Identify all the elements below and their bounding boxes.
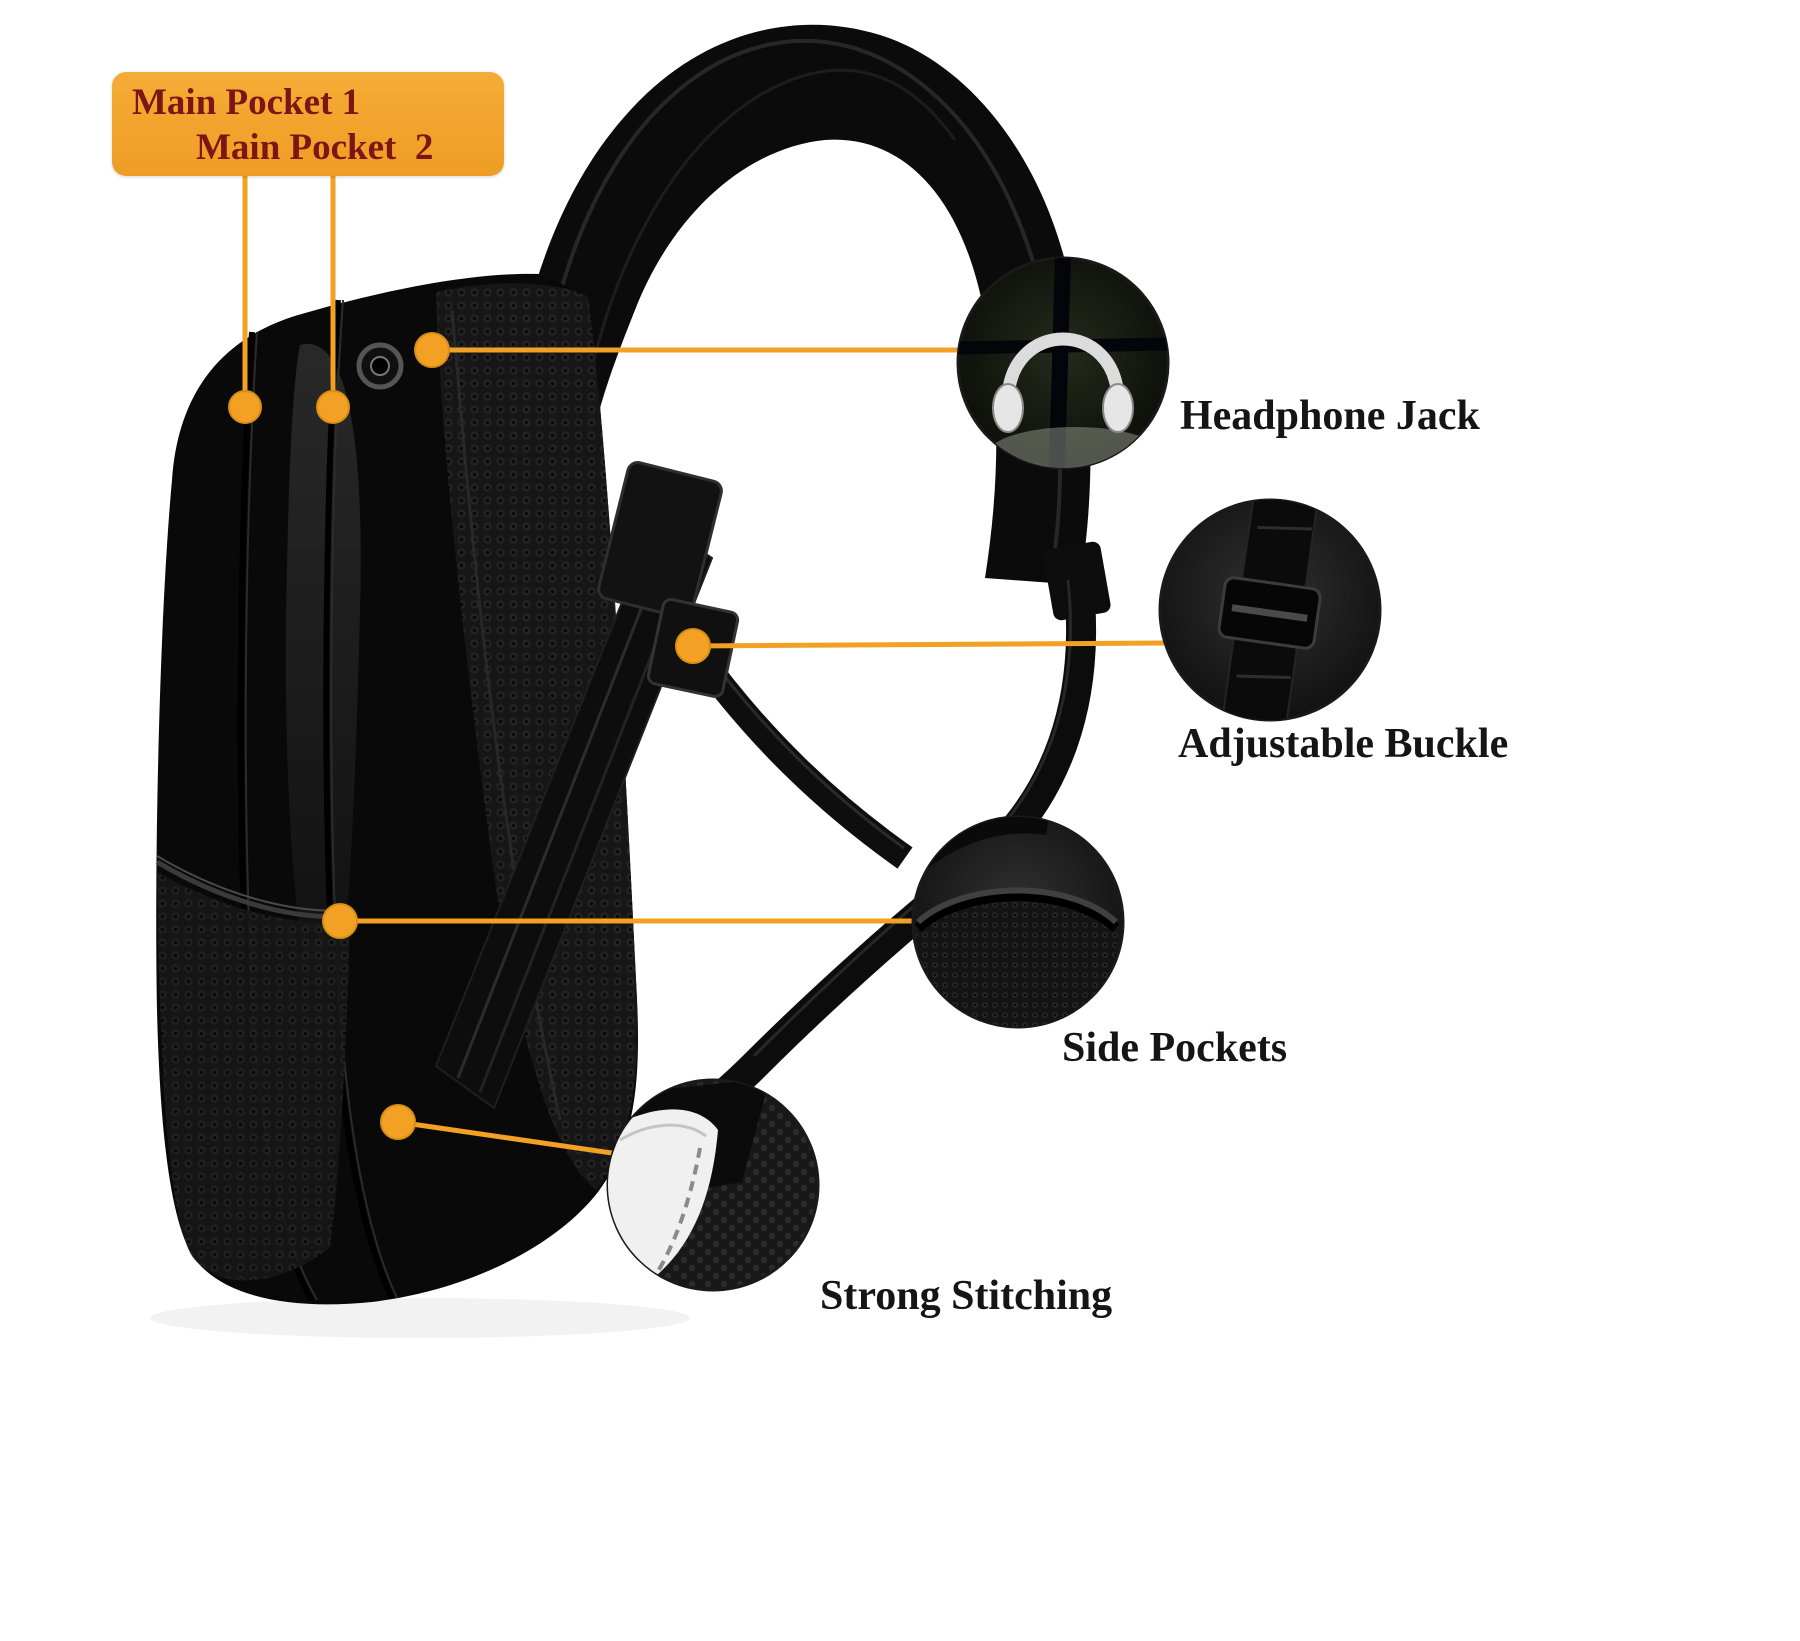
headphone-port-grommet [356,342,404,390]
inset-side-pockets [911,815,1125,1029]
headphones-icon [992,332,1134,433]
main-pocket-2-label: Main Pocket 2 [196,127,434,169]
callout-dot-strong-stitching [380,1104,416,1140]
callout-dot-side-pockets [322,903,358,939]
label-strong-stitching: Strong Stitching [820,1273,1113,1319]
callout-line-adjustable-buckle [692,640,1166,649]
callout-dot-main-pocket-1 [228,390,262,424]
callout-lines [242,176,1166,1163]
front-pocket-sheen [285,343,361,1061]
buckle-icon [1217,500,1322,720]
callout-dot-adjustable-buckle [675,628,711,664]
callout-dot-main-pocket-2 [316,390,350,424]
main-pocket-1-label: Main Pocket 1 [132,82,361,123]
callout-dots [228,332,711,1140]
callout-dot-headphone-jack [414,332,450,368]
label-headphone-jack: Headphone Jack [1180,393,1480,439]
inset-strong-stitching [606,1078,820,1292]
stitching-icon [608,1080,770,1288]
inset-headphone-jack [956,256,1170,470]
label-adjustable-buckle: Adjustable Buckle [1178,721,1509,767]
ground-shadow [150,1298,690,1338]
inset-adjustable-buckle [1158,498,1382,722]
label-side-pockets: Side Pockets [1062,1025,1288,1071]
main-pocket-label-box: Main Pocket 1 Main Pocket 2 [112,72,504,176]
